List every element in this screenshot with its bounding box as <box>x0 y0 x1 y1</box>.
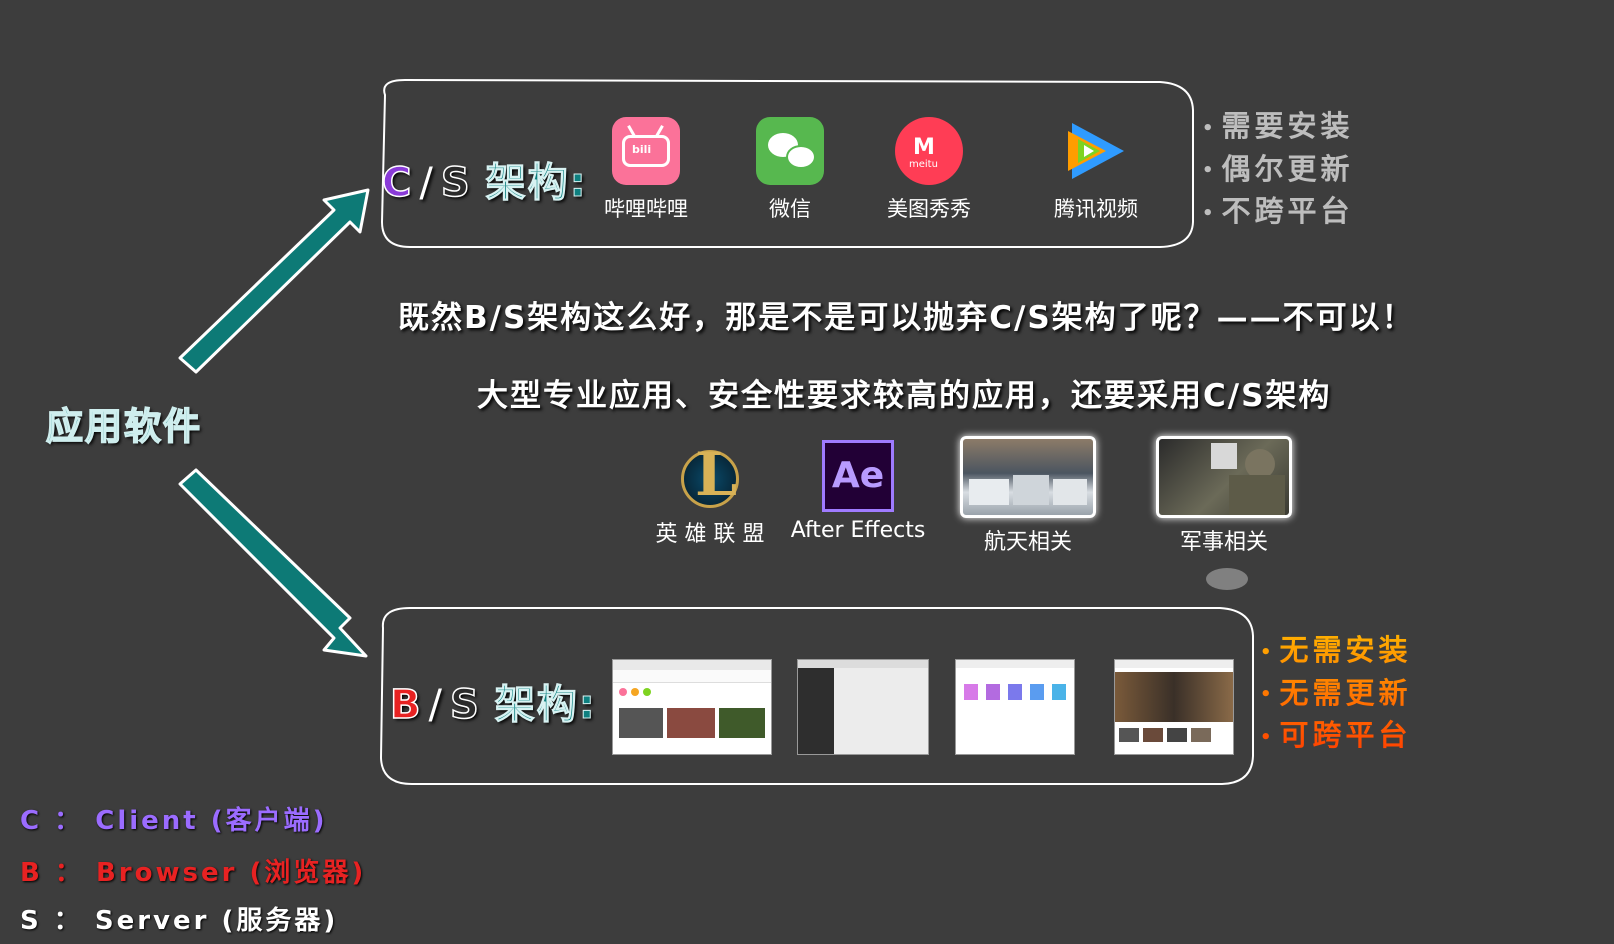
aerospace-photo <box>960 436 1096 518</box>
example-name: 军事相关 <box>1179 530 1268 555</box>
legend-server: S ： Server (服务器) <box>20 906 339 936</box>
example-after-effects: Ae After Effects <box>788 440 928 543</box>
app-name: 哔哩哔哩 <box>604 197 688 221</box>
tencent-video-icon <box>1062 117 1130 185</box>
bilibili-web-screenshot <box>612 659 772 755</box>
cs-letter-c: C <box>381 159 414 207</box>
military-photo <box>1156 436 1292 518</box>
wechat-web-screenshot <box>797 659 929 755</box>
legend-client: C ： Client (客户端) <box>20 806 328 836</box>
league-of-legends-icon: L <box>675 440 745 510</box>
bs-label: 架构: <box>494 682 597 729</box>
app-bilibili: bili 哔哩哔哩 <box>581 117 711 223</box>
app-name: 美图秀秀 <box>887 197 971 221</box>
bs-bullets: •无需安装 •无需更新 •可跨平台 <box>1260 630 1412 758</box>
example-lol: L 英 雄 联 盟 <box>650 440 770 548</box>
app-wechat: 微信 <box>725 117 855 223</box>
example-aerospace: 航天相关 <box>958 436 1098 556</box>
cs-label: 架构: <box>485 160 588 207</box>
arrow-down <box>178 468 368 658</box>
bs-letter-b: B <box>389 681 423 729</box>
bs-slash: / <box>428 682 444 728</box>
tencent-video-web-screenshot <box>1114 659 1234 755</box>
cs-box <box>380 78 1194 248</box>
bs-box <box>379 607 1254 785</box>
example-name: 航天相关 <box>983 530 1072 555</box>
example-name: After Effects <box>790 518 926 543</box>
cs-architecture-label: C/S 架构: <box>381 150 588 208</box>
headline-answer: 大型专业应用、安全性要求较高的应用，还要采用C/S架构 <box>477 378 1332 414</box>
bs-bullet: •无需更新 <box>1260 675 1412 710</box>
cs-slash: / <box>419 160 435 206</box>
meitu-icon: M meitu <box>895 117 963 185</box>
bilibili-icon: bili <box>612 117 680 185</box>
example-military: 军事相关 <box>1154 436 1294 556</box>
bs-bullet: •可跨平台 <box>1260 718 1412 752</box>
bs-bullet: •无需安装 <box>1260 633 1412 667</box>
app-meitu: M meitu 美图秀秀 <box>864 117 994 223</box>
bs-letter-s: S <box>449 681 481 729</box>
app-name: 微信 <box>769 197 811 221</box>
cs-bullet: •偶尔更新 <box>1202 151 1354 186</box>
smudge-mark <box>1206 568 1248 590</box>
example-name: 英 雄 联 盟 <box>655 522 765 547</box>
wechat-icon <box>756 117 824 185</box>
cs-bullet: •需要安装 <box>1202 109 1354 143</box>
cs-bullets: •需要安装 •偶尔更新 •不跨平台 <box>1202 106 1354 234</box>
headline-question: 既然B/S架构这么好，那是不是可以抛弃C/S架构了呢？——不可以！ <box>398 300 1415 336</box>
app-tencent-video: 腾讯视频 <box>1031 117 1161 223</box>
cs-bullet: •不跨平台 <box>1202 194 1354 228</box>
root-label: 应用软件 <box>45 404 202 449</box>
arrow-up <box>178 188 370 374</box>
cs-letter-s: S <box>440 159 472 207</box>
after-effects-icon: Ae <box>822 440 894 512</box>
web-dashboard-screenshot <box>955 659 1075 755</box>
app-name: 腾讯视频 <box>1054 197 1138 221</box>
bs-architecture-label: B/S 架构: <box>389 672 597 730</box>
legend-browser: B ： Browser (浏览器) <box>20 858 367 888</box>
